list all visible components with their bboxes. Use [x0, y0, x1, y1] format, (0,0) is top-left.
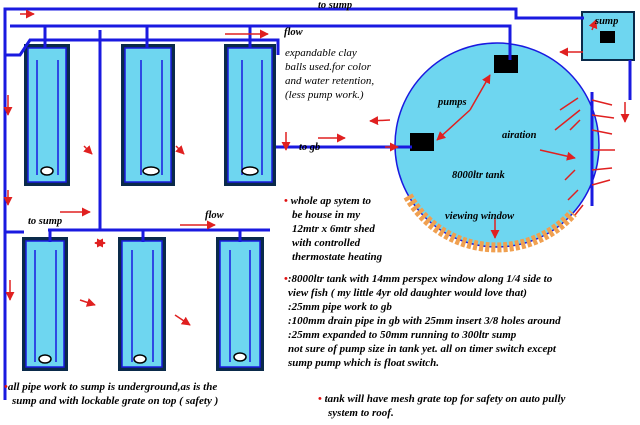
grow-bed-top-1 [24, 44, 70, 186]
underground-line: sump and with lockable grate on top ( sa… [12, 395, 219, 407]
to-sump-mid-label: to sump [28, 216, 63, 227]
shed-line: with controlled [292, 237, 361, 249]
tank-pump-top [494, 55, 518, 73]
specs-line: view fish ( my little 4yr old daughter w… [288, 287, 527, 299]
specs-note: •:8000ltr tank with 14mm perspex window … [284, 272, 561, 370]
tank-label: 8000ltr tank [452, 170, 505, 181]
shed-line: 12mtr x 6mtr shed [292, 223, 375, 235]
bullet-icon: • [284, 273, 288, 285]
flow-arrows [3, 9, 630, 326]
grow-bed-bottom-3 [216, 237, 264, 371]
specs-line: not sure of pump size in tank yet. all o… [288, 343, 556, 355]
bullet-icon: • [4, 381, 8, 393]
flow-top-label: flow [284, 27, 303, 38]
airation-label: airation [502, 130, 537, 141]
clay-note: expandable clay balls used.for color and… [285, 46, 374, 102]
specs-line: :25mm expanded to 50mm running to 300ltr… [288, 329, 517, 341]
clay-line: expandable clay [285, 47, 357, 59]
specs-line: :8000ltr tank with 14mm perspex window a… [287, 273, 553, 285]
sump-pump [600, 31, 615, 43]
bullet-icon: • [284, 195, 288, 207]
to-sump-top-label: to sump [318, 0, 353, 11]
fish-tank [394, 42, 600, 253]
grow-bed-top-3 [224, 44, 276, 186]
flow-mid-label: flow [205, 210, 224, 221]
specs-line: :100mm drain pipe in gb with 25mm insert… [288, 315, 561, 327]
clay-line: (less pump work.) [285, 89, 364, 101]
grow-bed-bottom-1 [22, 237, 68, 371]
mesh-line: tank will have mesh grate top for safety… [324, 393, 566, 405]
clay-line: and water retention, [285, 75, 375, 87]
mesh-note: • tank will have mesh grate top for safe… [318, 392, 565, 420]
viewing-window-arc [403, 193, 577, 253]
pumps-label: pumps [438, 97, 467, 108]
to-gb-label: to gb [299, 142, 321, 153]
specs-line: :25mm pipe work to gb [288, 301, 392, 313]
grow-bed-bottom-2 [118, 237, 166, 371]
grow-bed-top-2 [121, 44, 175, 186]
shed-line: thermostate heating [292, 251, 383, 263]
viewing-window-label: viewing window [445, 211, 515, 222]
bullet-icon: • [318, 393, 322, 405]
tank-pump-left [410, 133, 434, 151]
underground-note: •all pipe work to sump is underground,as… [4, 380, 218, 408]
shed-line: be house in my [292, 209, 361, 221]
mesh-line: system to roof. [328, 407, 394, 419]
shed-note: • whole ap sytem to be house in my 12mtr… [284, 194, 382, 264]
specs-line: sump pump which is float switch. [288, 357, 439, 369]
underground-line: all pipe work to sump is underground,as … [7, 381, 218, 393]
shed-line: whole ap sytem to [290, 195, 371, 207]
sump-label: sump [595, 16, 619, 27]
clay-line: balls used.for color [285, 61, 371, 73]
